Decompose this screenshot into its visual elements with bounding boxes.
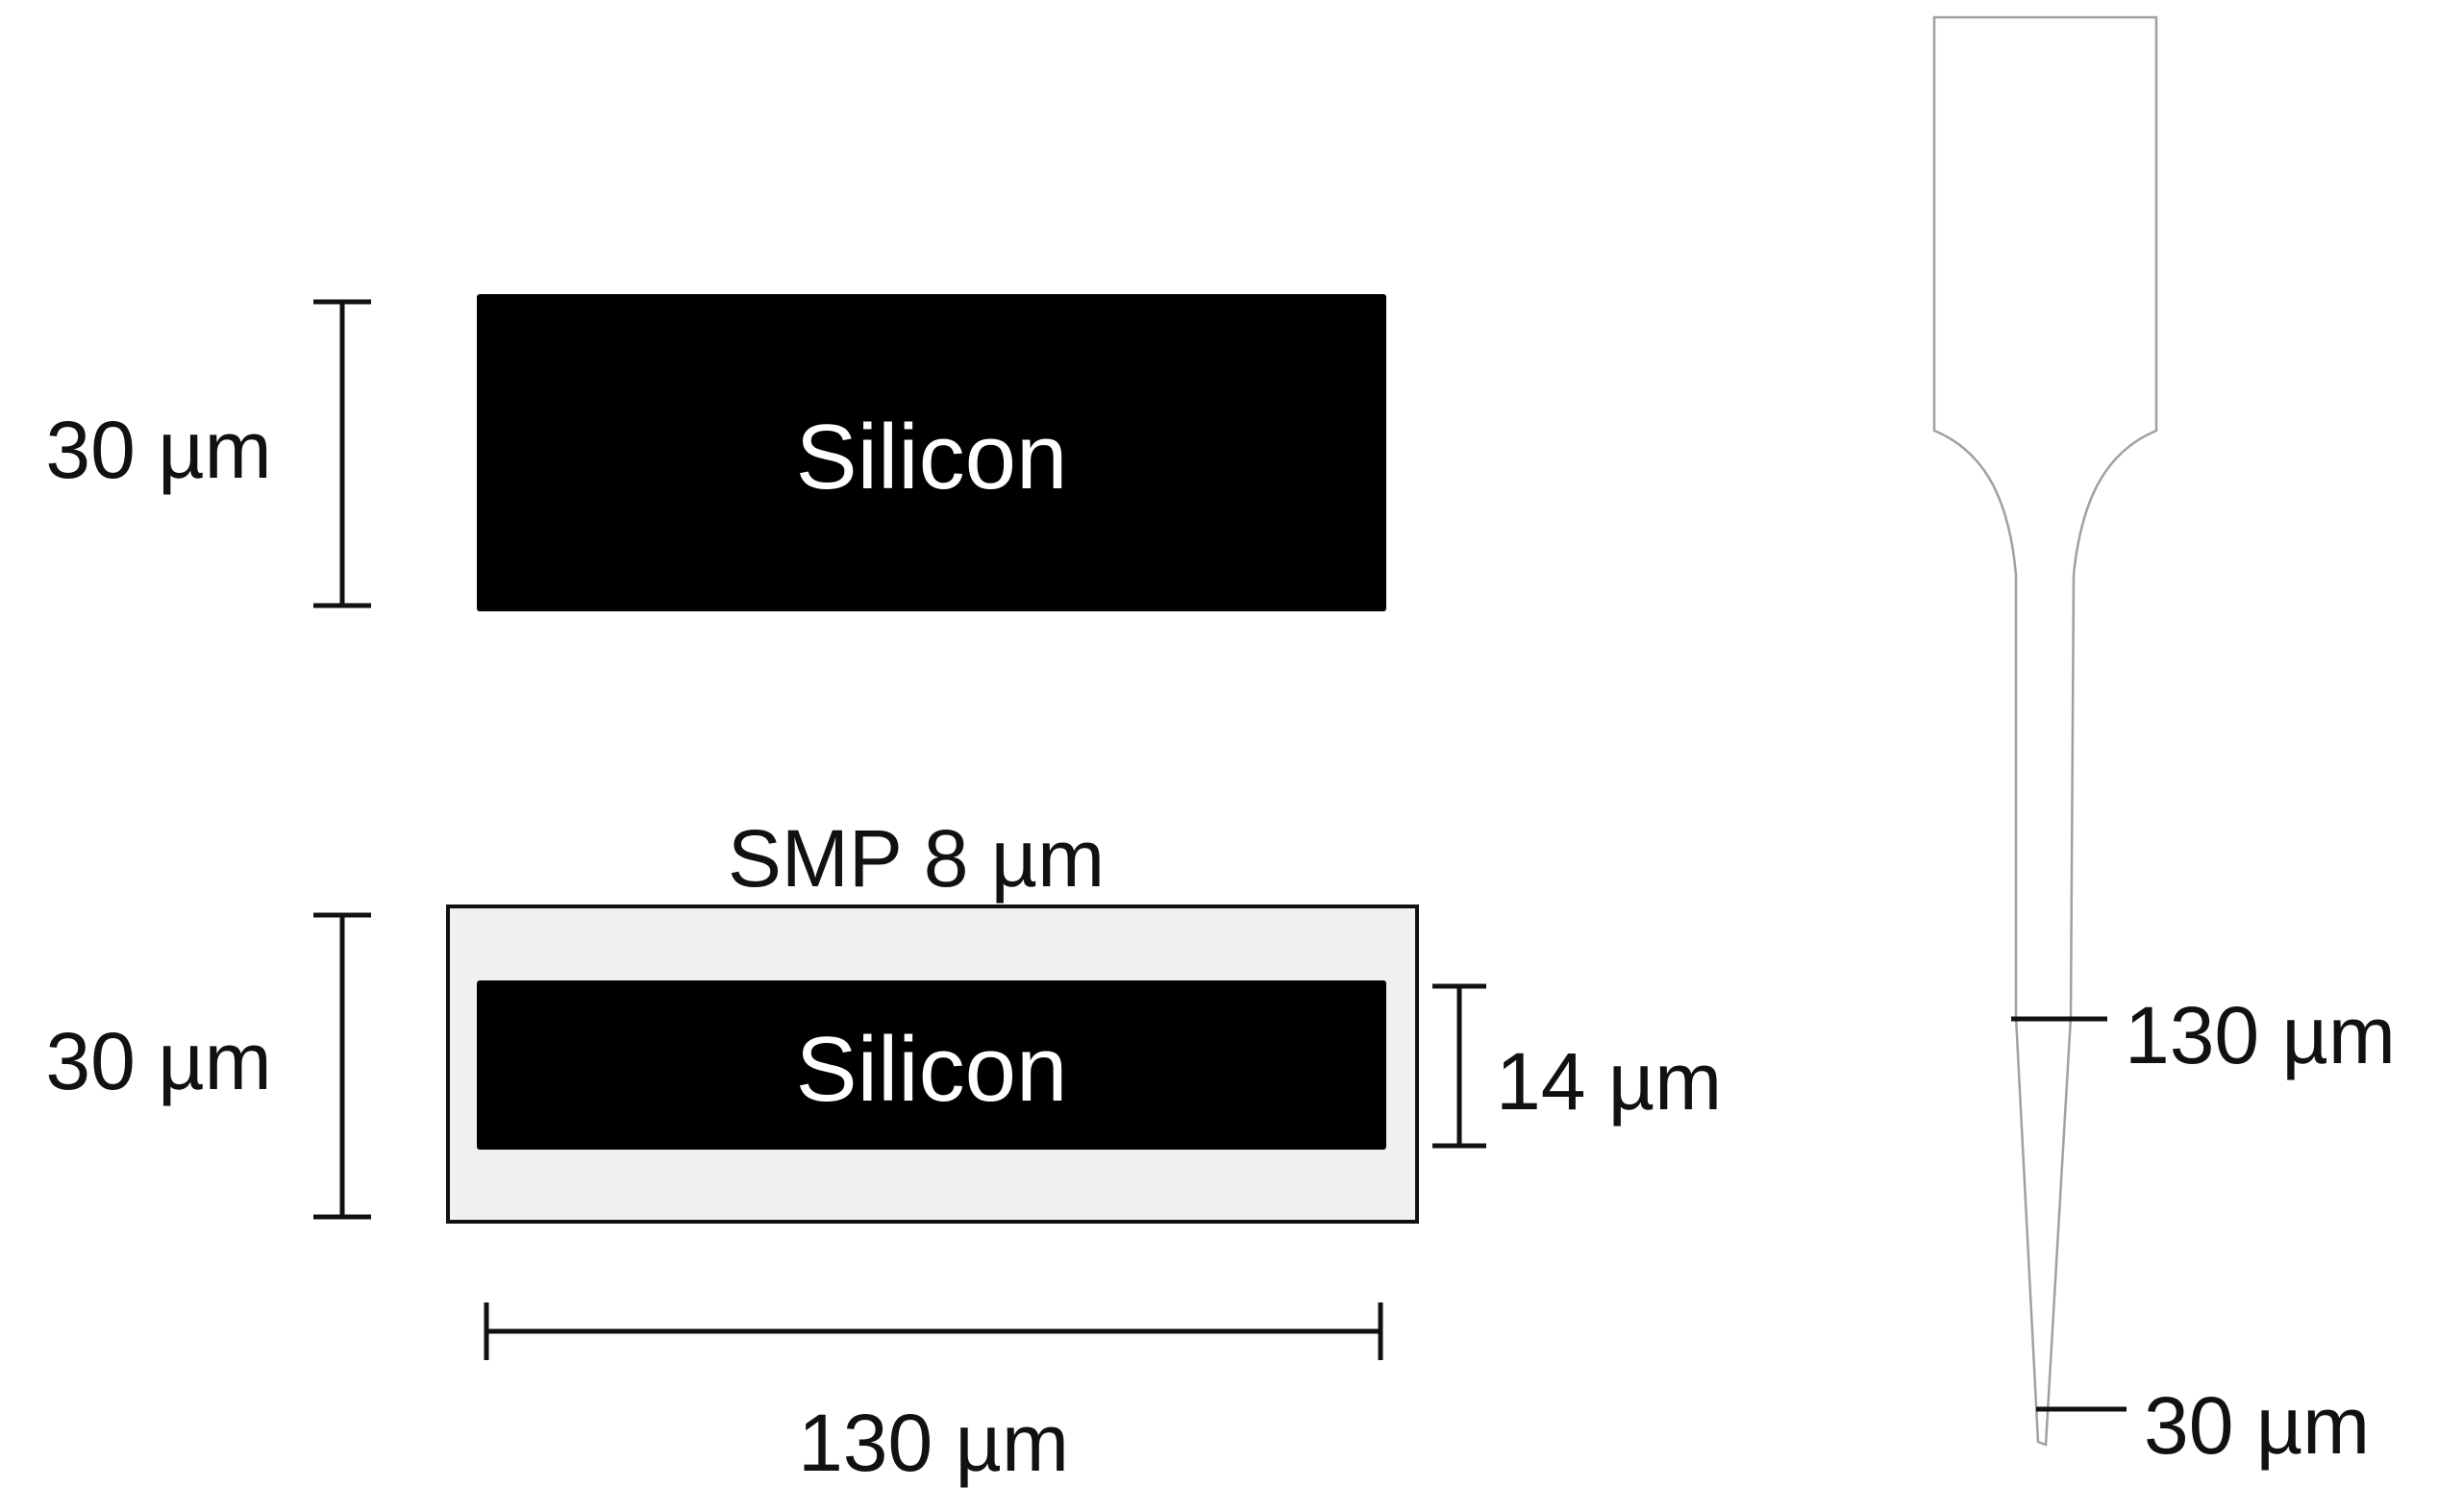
coated-cross-section: SMP 8 µm Silicon 30 µm 14 µm 130 µm — [45, 813, 1722, 1488]
width-label: 130 µm — [798, 1398, 1069, 1488]
bare-height-label: 30 µm — [45, 405, 271, 495]
coated-total-height-dimension — [313, 912, 371, 1220]
bare-silicon-label: Silicon — [796, 406, 1068, 508]
core-height-dimension — [1432, 983, 1486, 1149]
core-height-label: 14 µm — [1496, 1036, 1722, 1127]
bare-silicon-block — [477, 294, 1386, 611]
bare-height-dimension — [313, 299, 371, 608]
coated-total-height-label: 30 µm — [45, 1016, 271, 1106]
tip-width-label: 30 µm — [2144, 1380, 2370, 1471]
coated-silicon-core — [477, 980, 1386, 1150]
probe-outline: 130 µm 30 µm — [1932, 15, 2396, 1471]
width-dimension — [484, 1302, 1383, 1360]
smp-coating-label: SMP 8 µm — [728, 813, 1105, 904]
coated-silicon-label: Silicon — [796, 1018, 1068, 1121]
bare-cross-section: Silicon 30 µm — [45, 294, 1386, 611]
probe-shape — [1932, 15, 2158, 1447]
shank-width-label: 130 µm — [2125, 990, 2396, 1080]
